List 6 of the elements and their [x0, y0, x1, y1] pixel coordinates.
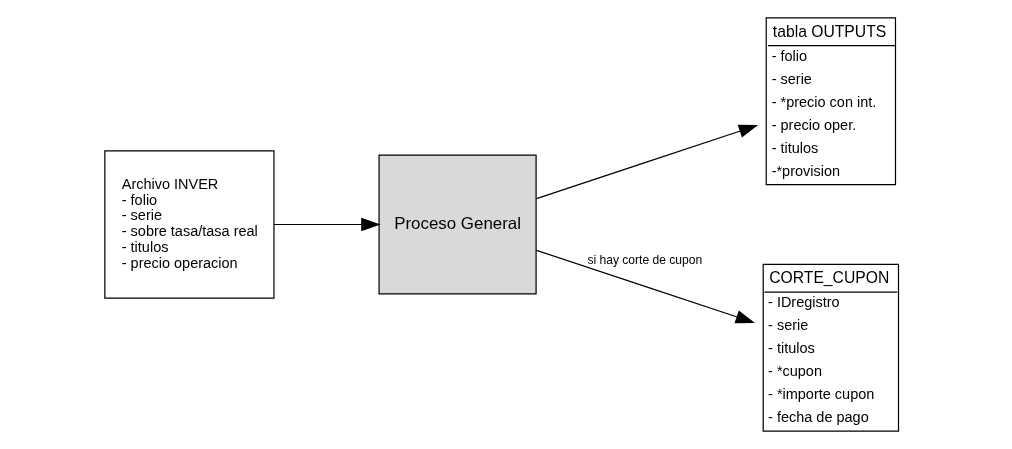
arrow — [535, 249, 755, 324]
arrow — [535, 124, 758, 200]
edge-label: si hay corte de cupon — [586, 253, 702, 268]
node-box: Archivo INVER - folio - serie - sobre tasa/tasa real - titulos - precio operacion — [103, 150, 275, 299]
arrow — [272, 217, 381, 232]
node-box: Proceso General — [377, 154, 537, 295]
